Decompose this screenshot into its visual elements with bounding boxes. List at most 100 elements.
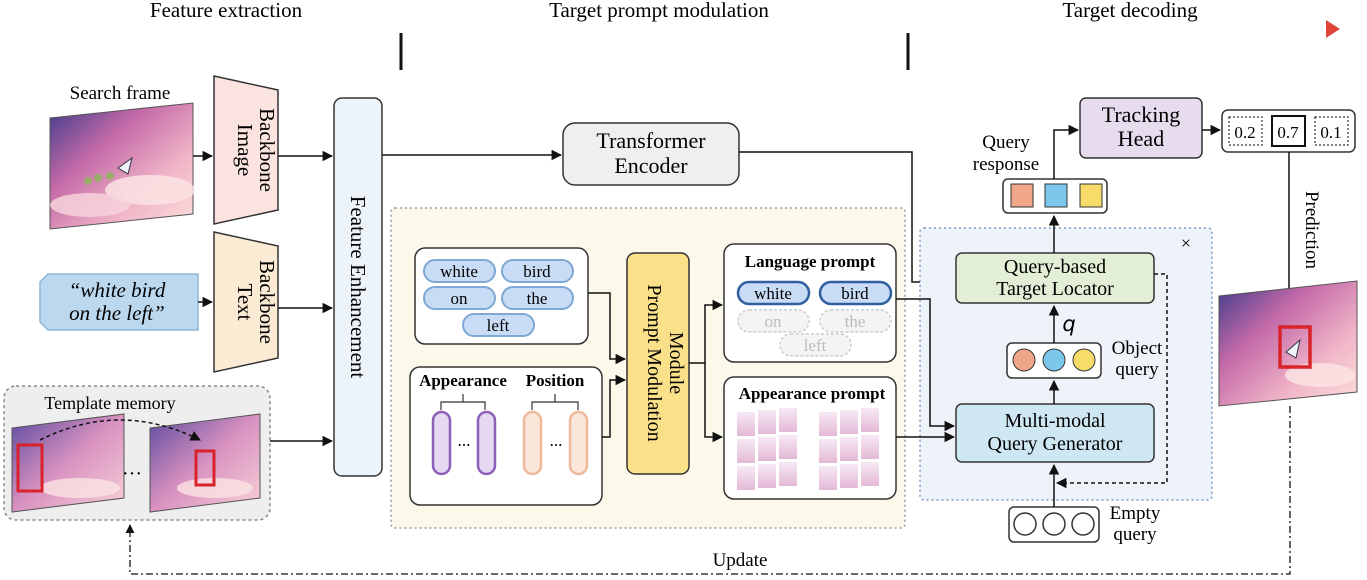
appearance-prompt-label: Appearance prompt bbox=[739, 384, 886, 403]
image-backbone-line2: Backbone bbox=[255, 108, 279, 192]
feature-enhancement-block bbox=[333, 97, 383, 477]
word-on-pill bbox=[423, 286, 496, 310]
object-query-blue bbox=[1042, 348, 1066, 372]
prediction-label: Prediction bbox=[1301, 191, 1322, 270]
appearance-pill-1 bbox=[431, 410, 452, 476]
target-locator-block bbox=[955, 252, 1155, 304]
arrow-words-to-module bbox=[588, 292, 627, 365]
score-cell-2 bbox=[1271, 115, 1306, 147]
query-response-yellow bbox=[1079, 183, 1103, 208]
lang-word-white-pill bbox=[736, 280, 811, 306]
tracking-head-line1: Tracking bbox=[1102, 102, 1181, 127]
lang-word-the-pill bbox=[819, 309, 892, 333]
score-2: 0.7 bbox=[1277, 123, 1299, 142]
word-left: left bbox=[487, 316, 510, 335]
query-generator-line2: Query Generator bbox=[988, 433, 1123, 455]
word-the-pill bbox=[501, 286, 574, 310]
query-generator-line1: Multi-modal bbox=[1004, 410, 1106, 432]
appearance-dots: ... bbox=[458, 431, 471, 450]
transformer-encoder-line1: Transformer bbox=[596, 128, 706, 153]
tracking-head-block bbox=[1079, 97, 1203, 159]
arrow-feedback-loop bbox=[1055, 273, 1168, 489]
transformer-encoder-block bbox=[562, 122, 740, 186]
arrow-module-to-appearance bbox=[704, 363, 724, 443]
query-response-line2: response bbox=[973, 154, 1039, 175]
position-dots: ... bbox=[550, 431, 563, 450]
stage-arrowhead bbox=[1326, 20, 1340, 38]
search-frame-label: Search frame bbox=[70, 83, 171, 104]
lang-word-on-pill bbox=[737, 309, 810, 333]
arrow-response-to-head bbox=[1053, 124, 1080, 179]
object-query-orange bbox=[1012, 348, 1036, 372]
text-backbone-line1: Text bbox=[233, 283, 257, 320]
score-1: 0.2 bbox=[1234, 123, 1255, 142]
arrow-module-to-language bbox=[689, 299, 724, 364]
template-ellipsis: ··· bbox=[122, 463, 142, 485]
score-3: 0.1 bbox=[1320, 123, 1341, 142]
lang-word-left-pill bbox=[779, 333, 852, 357]
search-frame-image bbox=[49, 102, 195, 230]
text-query-line2: on the left” bbox=[69, 301, 165, 325]
stage-feature-extraction: Feature extraction bbox=[150, 0, 303, 22]
word-white-pill bbox=[423, 259, 496, 283]
appearance-pill-2 bbox=[476, 410, 497, 476]
transformer-encoder-line2: Encoder bbox=[614, 153, 688, 178]
cross-mark: × bbox=[1181, 233, 1191, 253]
lang-word-bird-pill bbox=[818, 280, 893, 306]
arrow-language-to-generator bbox=[896, 298, 956, 432]
prompt-modulation-line2: Module bbox=[665, 332, 687, 394]
position-bracket bbox=[531, 394, 579, 410]
appearance-bracket bbox=[440, 394, 486, 410]
score-cell-1 bbox=[1228, 116, 1263, 146]
position-pill-1 bbox=[522, 410, 543, 476]
template-memory-label: Template memory bbox=[44, 393, 175, 413]
position-pill-2 bbox=[568, 410, 589, 476]
text-query-box bbox=[39, 273, 199, 331]
empty-query-circle-1 bbox=[1013, 512, 1037, 536]
target-locator-line1: Query-based bbox=[1004, 256, 1106, 278]
query-generator-block bbox=[955, 403, 1155, 463]
image-backbone bbox=[213, 75, 279, 225]
empty-query-line1: Empty bbox=[1110, 503, 1161, 524]
word-left-pill bbox=[462, 313, 535, 337]
object-query-yellow bbox=[1072, 348, 1096, 372]
arrow-update-loop bbox=[125, 406, 1291, 575]
appearance-prompt-patches-1 bbox=[737, 408, 797, 490]
position-label: Position bbox=[526, 371, 585, 390]
prediction-image bbox=[1218, 280, 1358, 407]
target-locator-line2: Target Locator bbox=[996, 278, 1114, 300]
template-image-2 bbox=[149, 413, 261, 513]
arrow-apppos-to-module bbox=[602, 374, 627, 438]
update-label: Update bbox=[713, 550, 768, 571]
empty-query-circle-2 bbox=[1042, 512, 1066, 536]
lang-word-left: left bbox=[804, 336, 827, 355]
feature-enhancement-label: Feature Enhancement bbox=[346, 196, 370, 379]
word-bird-pill bbox=[501, 259, 574, 283]
appearance-prompt-patches-2 bbox=[819, 408, 879, 490]
object-query-line1: Object bbox=[1112, 338, 1163, 359]
text-backbone bbox=[213, 231, 279, 373]
image-backbone-line1: Image bbox=[233, 124, 257, 176]
lang-word-bird: bird bbox=[841, 284, 869, 303]
word-on: on bbox=[451, 289, 469, 308]
appearance-label: Appearance bbox=[419, 371, 507, 390]
stage-target-prompt-modulation: Target prompt modulation bbox=[549, 0, 769, 22]
word-bird: bird bbox=[523, 262, 551, 281]
score-cell-3 bbox=[1314, 116, 1349, 146]
query-response-orange bbox=[1010, 183, 1034, 208]
lang-word-the: the bbox=[845, 312, 866, 331]
empty-query-line2: query bbox=[1113, 524, 1157, 545]
text-backbone-line2: Backbone bbox=[255, 260, 279, 344]
stage-target-decoding: Target decoding bbox=[1062, 0, 1198, 22]
prompt-modulation-line1: Prompt Modulation bbox=[643, 284, 665, 441]
object-query-line2: query bbox=[1115, 359, 1159, 380]
text-query-line1: “white bird bbox=[69, 278, 166, 302]
query-response-blue bbox=[1044, 183, 1068, 208]
empty-query-circle-3 bbox=[1071, 512, 1095, 536]
lang-word-on: on bbox=[765, 312, 783, 331]
language-prompt-label: Language prompt bbox=[745, 252, 876, 271]
tracking-head-line2: Head bbox=[1118, 126, 1164, 151]
word-white: white bbox=[440, 262, 478, 281]
template-image-1 bbox=[11, 413, 125, 513]
